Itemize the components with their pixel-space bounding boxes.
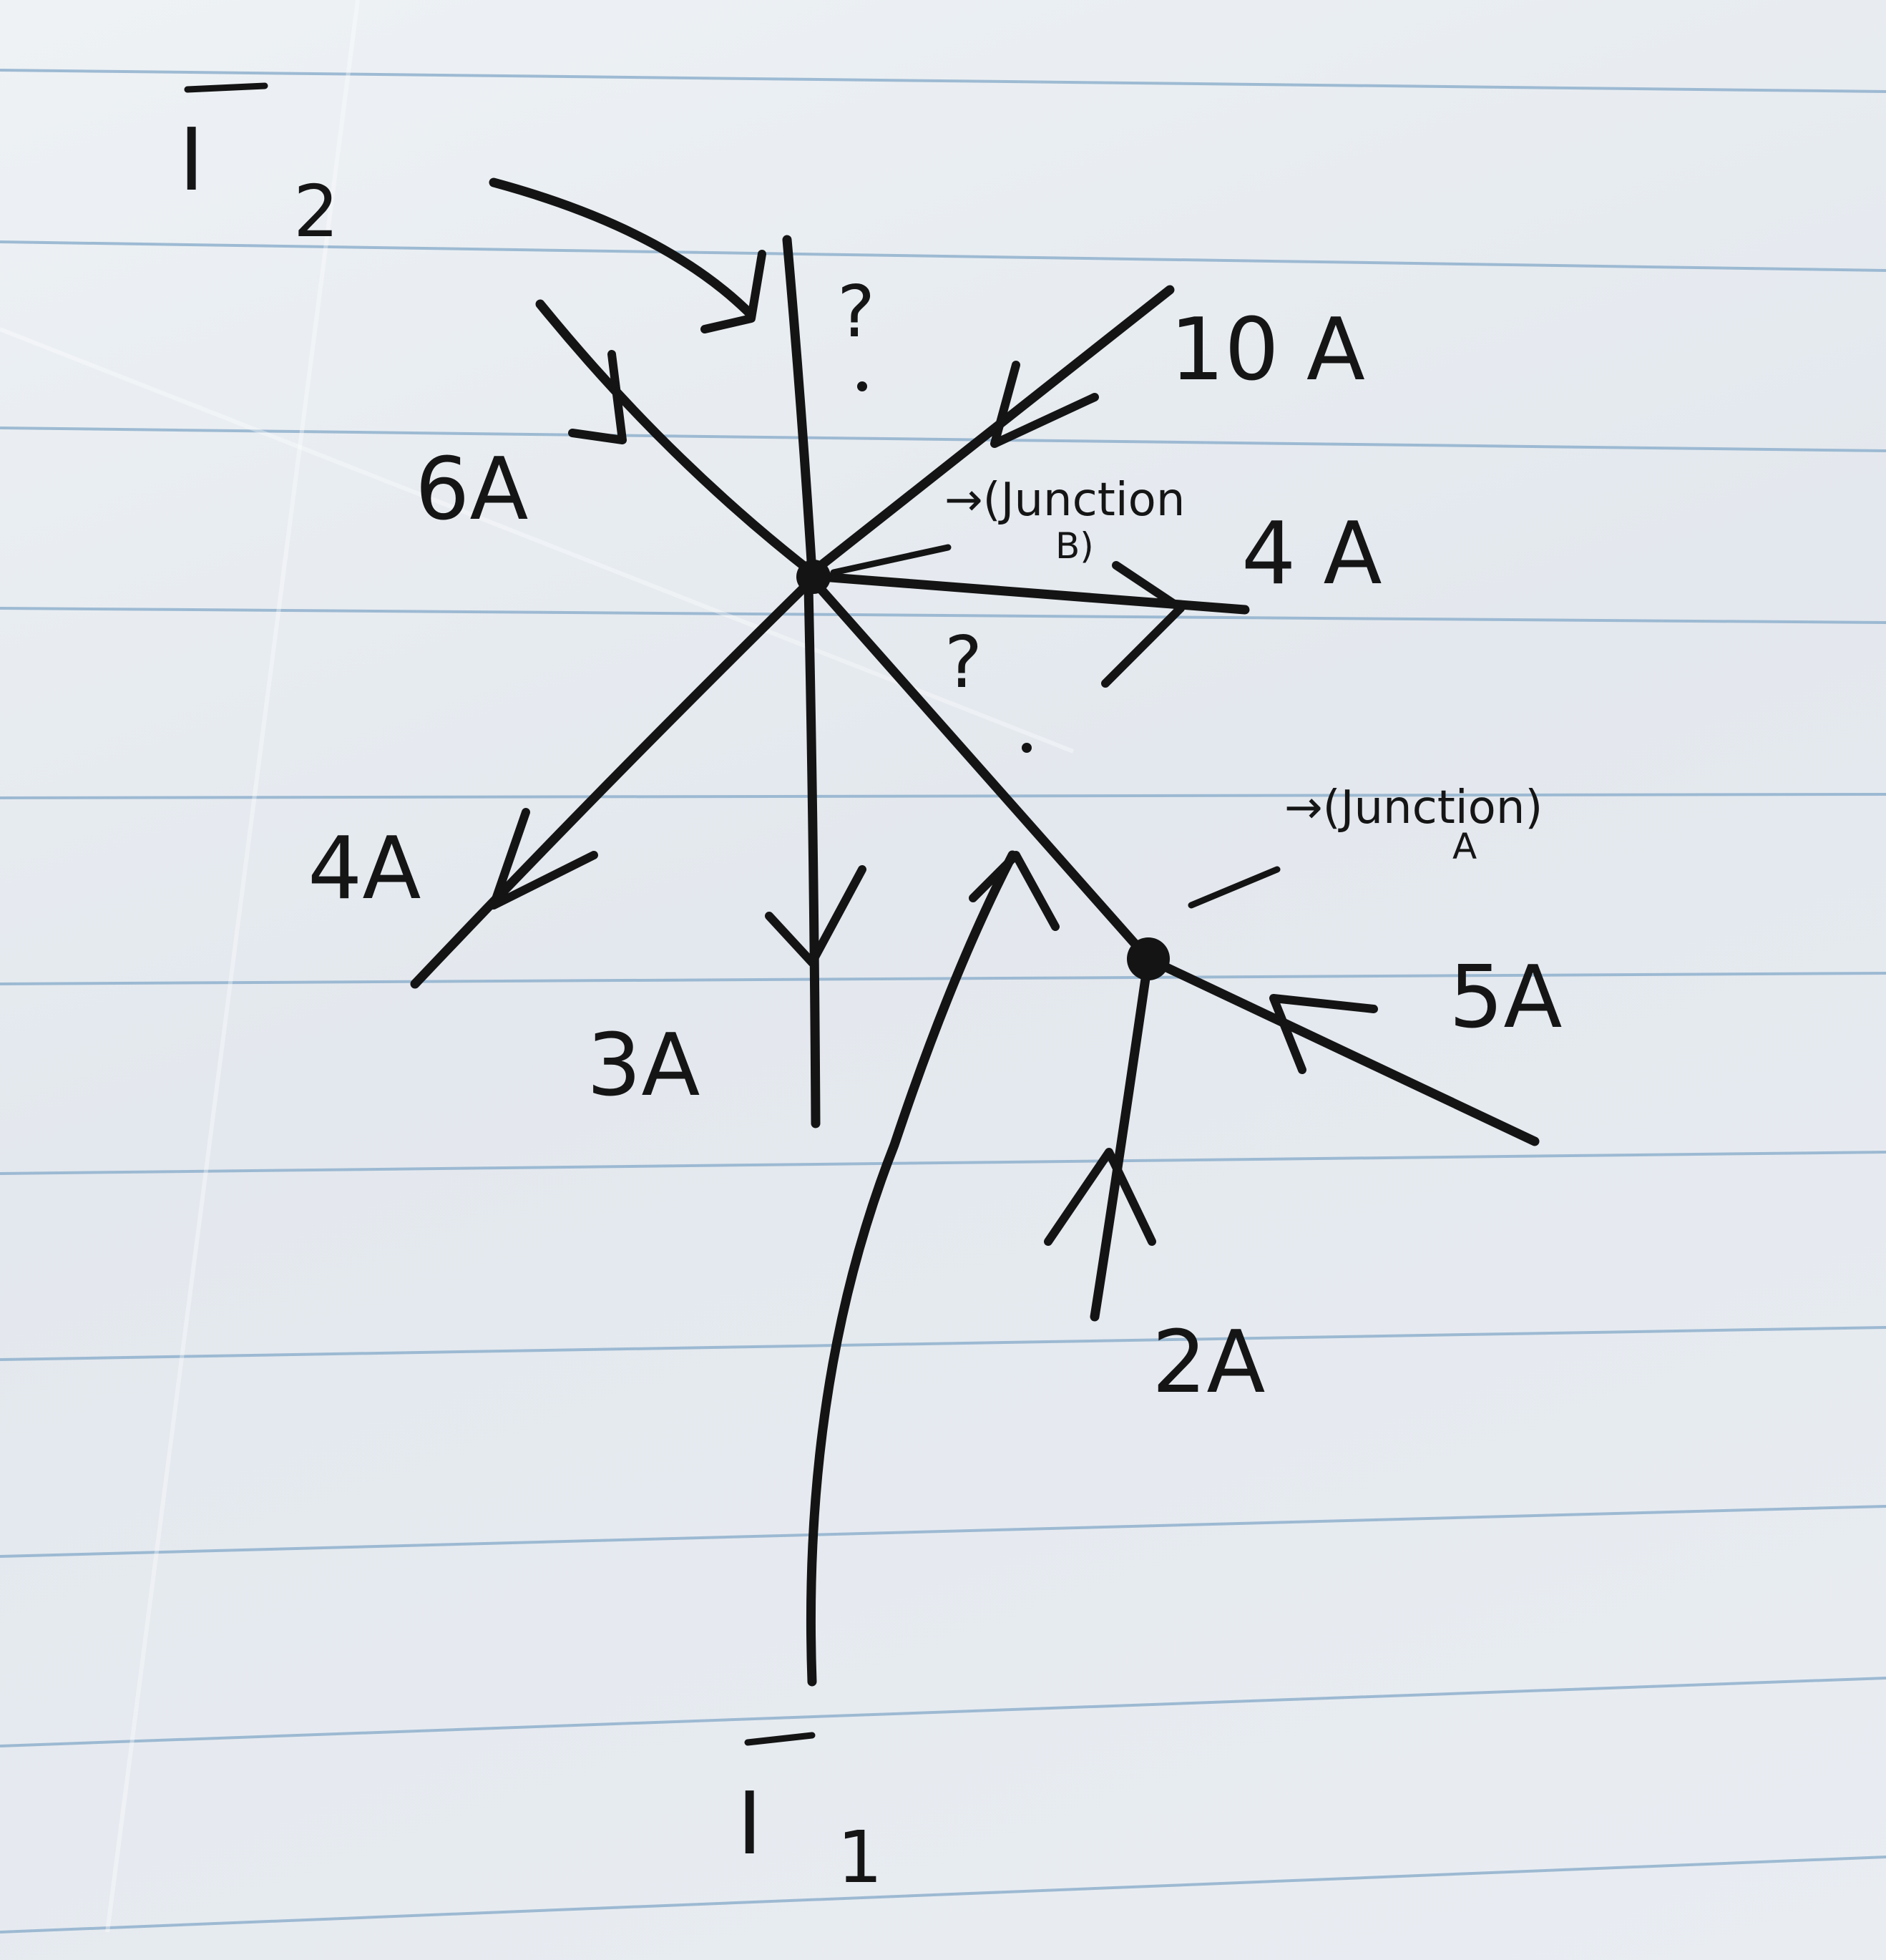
label-i1-overbar	[744, 1732, 816, 1746]
label-i1-sub: 1	[837, 1815, 883, 1899]
label-3a: 3A	[587, 1016, 700, 1116]
6a-arrowhead	[568, 350, 627, 444]
3a-arrowhead	[765, 865, 866, 967]
junction-a-pointer	[1188, 866, 1281, 909]
wire-left-4a	[410, 578, 813, 989]
wire-6a	[535, 299, 817, 577]
label-junction-a: →(Junction)	[1284, 781, 1543, 834]
junction-a-dot	[1127, 937, 1170, 980]
label-i1: I	[737, 1775, 762, 1874]
pen-dot-1	[857, 381, 867, 391]
wire-3a	[803, 582, 821, 1128]
wire-2a	[1090, 954, 1153, 1322]
5a-arrowhead	[1269, 994, 1378, 1074]
junction-b-pointer	[830, 544, 952, 576]
label-5a: 5A	[1449, 948, 1562, 1048]
current-labels: I 2 ? 10 A 6A →(Junction B) 4 A ? 4A 3A …	[179, 82, 1562, 1899]
label-junction-a-letter: A	[1452, 826, 1477, 867]
i1-arrowhead	[969, 851, 1060, 931]
label-i2-sub: 2	[293, 170, 339, 253]
wire-i1	[806, 850, 1017, 1687]
junction-b-wires	[410, 235, 1250, 1128]
label-i2: I	[179, 111, 204, 210]
label-10a: 10 A	[1170, 301, 1365, 400]
junction-a-wires	[806, 850, 1540, 1687]
wire-5a	[1143, 954, 1540, 1146]
wire-b-to-a	[811, 578, 1153, 964]
wire-10a	[807, 285, 1175, 577]
label-4a-right: 4 A	[1241, 504, 1382, 604]
left-4a-arrowhead	[489, 808, 598, 910]
wire-top-unknown	[782, 235, 817, 577]
label-junction-b-letter: B)	[1055, 525, 1094, 567]
ruled-lines	[0, 69, 1886, 1934]
2a-arrowhead	[1044, 1148, 1156, 1246]
right-4a-arrowhead	[1101, 561, 1185, 688]
i2-current-arrow	[489, 177, 756, 320]
label-unknown-top: ?	[837, 270, 875, 354]
label-4a-left: 4A	[308, 819, 421, 919]
label-i2-overbar	[184, 82, 268, 93]
label-unknown-right: ?	[944, 620, 982, 704]
label-junction-b: →(Junction	[944, 474, 1185, 527]
paper-creases	[0, 0, 1073, 1932]
arrowheads	[489, 250, 1378, 1246]
10a-arrowhead	[990, 361, 1099, 448]
junction-b-dot	[796, 560, 831, 594]
pen-dot-2	[1022, 743, 1032, 753]
i2-arrowhead	[700, 250, 766, 333]
label-6a: 6A	[415, 440, 528, 540]
label-2a: 2A	[1152, 1313, 1265, 1413]
